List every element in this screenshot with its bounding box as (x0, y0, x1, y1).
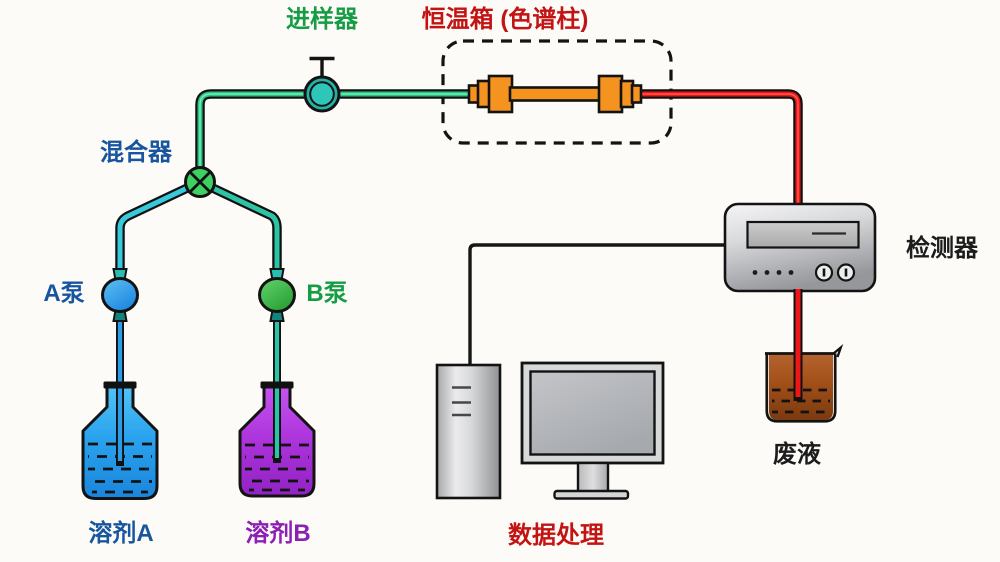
computer-tower-icon (435, 363, 502, 500)
monitor-stand-icon (576, 461, 610, 493)
tube-solvent-b-icon (197, 177, 282, 275)
detector-device-icon (723, 202, 877, 293)
monitor-screen-icon (529, 370, 656, 456)
beaker-spout-icon (832, 344, 844, 358)
bottle-a-cap-icon (103, 381, 137, 389)
waste-label: 废液 (773, 441, 821, 468)
detector-display-icon (746, 220, 860, 249)
solvent-b-label: 溶剂B (245, 520, 311, 547)
injector-label: 进样器 (286, 6, 358, 33)
pump-a-icon (101, 268, 139, 322)
detector-indicator-dots (752, 270, 794, 275)
pump-b-label: B泵 (306, 280, 348, 307)
mixer-valve-icon (184, 166, 216, 198)
pump-b-icon (258, 268, 296, 322)
bottle-b-cap-icon (260, 381, 294, 389)
data-processing-label: 数据处理 (508, 522, 604, 549)
solvent-bottle-b-icon (238, 310, 316, 498)
tube-solvent-a-icon (115, 177, 203, 275)
tube-mobile-phase-icon (195, 89, 470, 171)
chromatography-column-icon (467, 74, 643, 114)
pump-a-label: A泵 (43, 280, 85, 307)
mixer-label: 混合器 (100, 139, 172, 166)
monitor-base-icon (553, 489, 630, 500)
solvent-bottle-a-icon (81, 310, 159, 500)
column-oven-label: 恒温箱 (色谱柱) (421, 6, 589, 33)
injector-valve-icon (303, 56, 341, 113)
computer-monitor-icon (520, 361, 665, 500)
tower-vent-slots (452, 386, 471, 417)
detector-label: 检测器 (906, 235, 978, 262)
signal-cable-icon (468, 243, 725, 366)
solvent-a-label: 溶剂A (88, 520, 154, 547)
tube-effluent-icon (641, 89, 803, 206)
waste-beaker-icon (765, 289, 844, 423)
